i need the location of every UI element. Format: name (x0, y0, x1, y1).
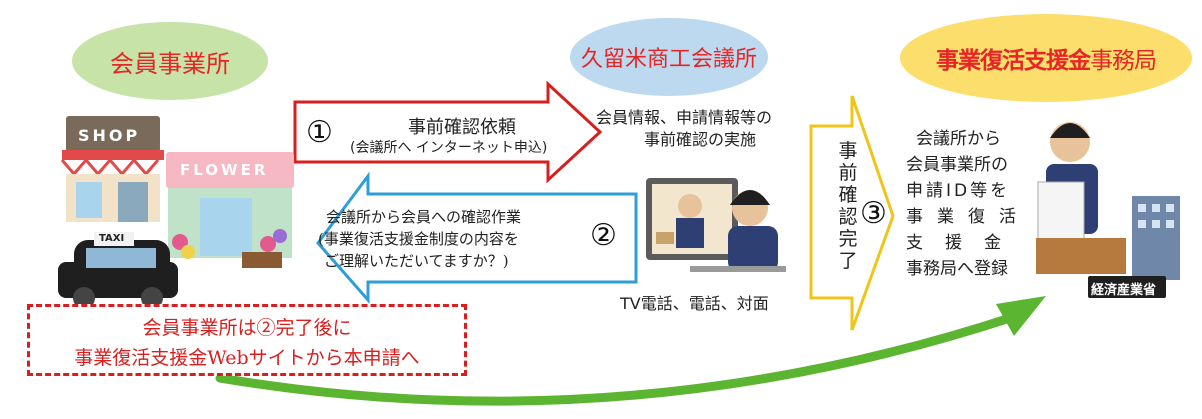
office-desc-line-2: 会員事業所の (906, 155, 1008, 175)
step-1-label: 事前確認依頼 (408, 117, 516, 138)
step-3-char: 確 (838, 184, 858, 206)
taxi-illustration (58, 232, 178, 309)
support-office-title-bold: 事業復活支援金 (936, 48, 1091, 74)
cci-info-line-1: 会員情報、申請情報等の (596, 108, 773, 127)
note-line-2: 事業復活支援金Webサイトから本申請へ (74, 347, 420, 369)
office-desc-line-1: 会議所から (916, 129, 1001, 149)
next-step-note: 会員事業所は②完了後に 事業復活支援金Webサイトから本申請へ (27, 304, 467, 376)
flower-sign: FLOWER (180, 161, 269, 179)
support-office-title-rest: 事務局 (1090, 48, 1157, 74)
step-3-number: ③ (860, 196, 887, 231)
arrow-3-shape (809, 95, 895, 331)
step-3-char: 事 (838, 140, 858, 162)
step-3-char: 完 (838, 228, 858, 250)
office-desc-line-6: 事務局へ登録 (906, 259, 1008, 279)
arrow-2-shape (316, 171, 638, 304)
step-2-sublabel-2: ご理解いただいてますか？) (324, 252, 509, 270)
step-3-char: 前 (838, 162, 858, 184)
step-3-char: 認 (838, 206, 858, 228)
office-desc-line-4: 事業復活 (906, 207, 1030, 227)
chamber-of-commerce-node: 久留米商工会議所 (570, 18, 768, 96)
contact-methods: TV電話、電話、対面 (620, 294, 769, 313)
shop-illustration (60, 116, 164, 222)
arrow-1-shape (293, 80, 603, 184)
tv-call-illustration (646, 178, 786, 272)
shop-sign: SHOP (78, 126, 141, 145)
green-curve-arrow (215, 313, 1015, 406)
office-desc-line-5: 支援金 (906, 233, 1023, 253)
step-2-number: ② (590, 218, 617, 253)
step-1-sublabel: (会議所へ インターネット申込) (350, 140, 548, 156)
step-1-number: ① (306, 115, 333, 150)
office-desc-line-3: 申請ID等を (906, 181, 1011, 201)
step-3-vertical-label: 事 前 確 認 完 了 (836, 140, 860, 272)
official-illustration (1036, 122, 1180, 298)
step-2-sublabel-1: (事業復活支援金制度の内容を (318, 230, 519, 248)
support-office-node: 事業復活支援金事務局 (900, 14, 1192, 102)
support-office-title: 事業復活支援金事務局 (936, 41, 1157, 75)
step-3-char: 了 (838, 250, 858, 272)
member-business-node: 会員事業所 (72, 22, 268, 100)
green-curve-arrowhead (996, 296, 1046, 336)
note-line-1: 会員事業所は②完了後に (142, 317, 352, 339)
member-business-title: 会員事業所 (110, 49, 230, 78)
step-2-label: 会議所から会員への確認作業 (326, 208, 522, 226)
cci-info-line-2: 事前確認の実施 (644, 130, 757, 149)
chamber-of-commerce-title: 久留米商工会議所 (580, 47, 757, 72)
ministry-sign: 経済産業省 (1091, 283, 1157, 298)
flower-shop-illustration (166, 152, 294, 268)
taxi-sign: TAXI (99, 233, 125, 244)
